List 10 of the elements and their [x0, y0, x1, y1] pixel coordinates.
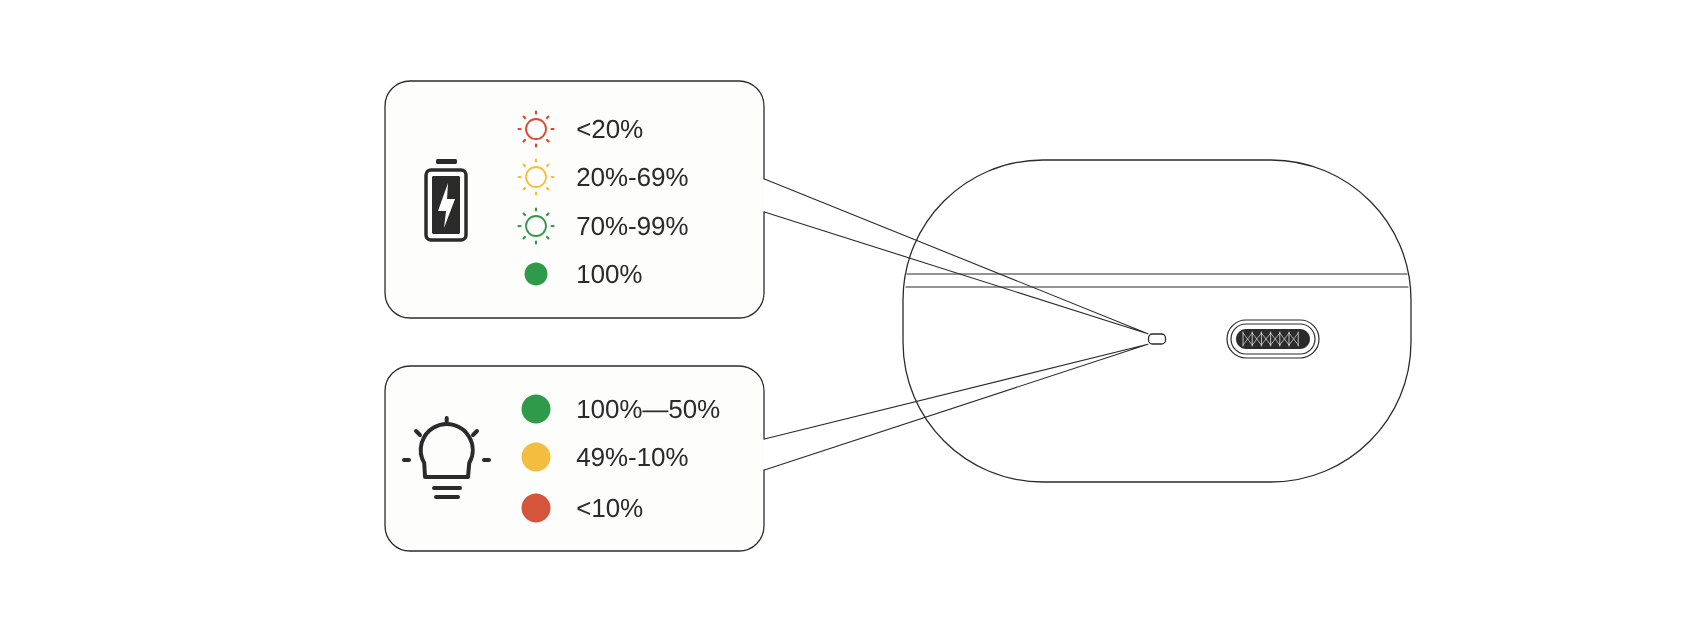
- level-label: 49%-10%: [576, 447, 688, 467]
- level-label: 100%: [578, 264, 642, 284]
- level-label: <10%: [577, 498, 643, 518]
- indicator-light: [1147, 333, 1167, 345]
- level-label: 100%—50%: [578, 399, 720, 419]
- level-label: <20%: [577, 119, 643, 139]
- level-label: 20%-69%: [577, 167, 688, 187]
- callout-pointer: [763, 343, 1149, 471]
- callout-pointer: [763, 178, 1149, 335]
- level-label: 70%-99%: [577, 216, 688, 236]
